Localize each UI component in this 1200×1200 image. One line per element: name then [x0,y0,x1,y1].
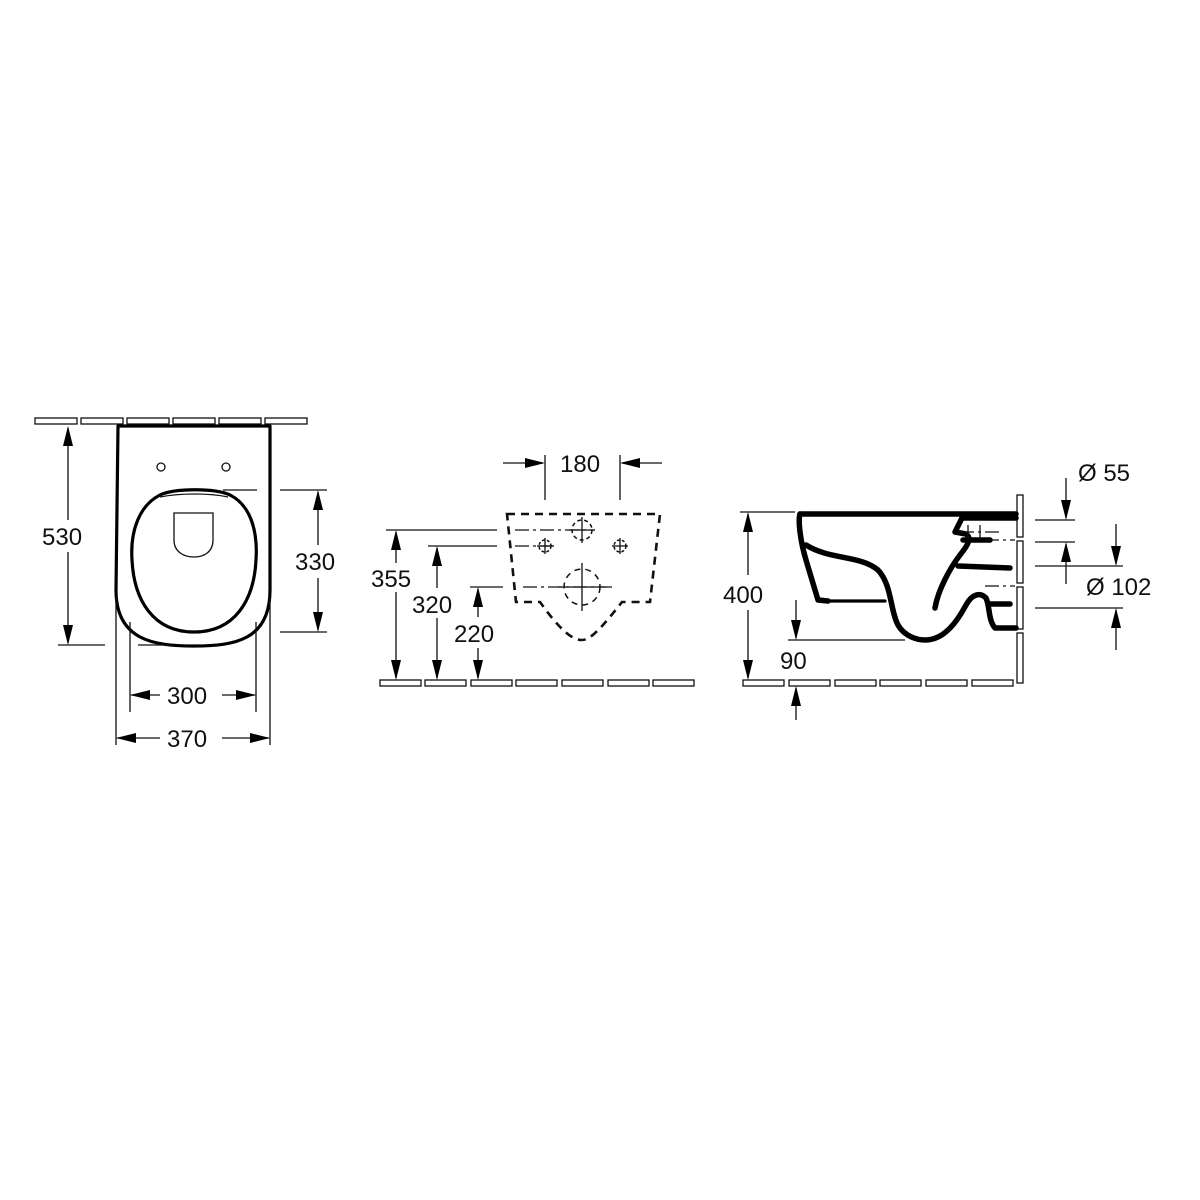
wall-fixing-view: 180 355 320 220 [371,451,695,687]
fixing-outline [505,512,662,642]
dim-outlet-height: 220 [454,621,494,648]
dim-bolt-height: 355 [371,566,411,593]
bowl-well [173,512,214,558]
dim-overall-length: 530 [42,524,82,551]
dim-seat-opening-length: 330 [295,549,335,576]
bolt-hole-left [156,462,166,472]
dim-overall-width: 370 [167,726,207,753]
seat-outline [130,488,258,634]
dim-rim-height: 400 [723,582,763,609]
top-view: 530 330 300 370 [34,417,335,753]
dim-bolt-spacing: 180 [560,451,600,478]
dim-outlet-diameter: Ø 102 [1086,574,1151,601]
side-view: 400 90 Ø 55 Ø 102 [723,460,1151,720]
floor-tiles-side [742,679,1014,687]
bowl-outline [114,424,272,648]
floor-tiles-middle [379,679,695,687]
dim-fixing-height: 320 [412,592,452,619]
dim-inlet-diameter: Ø 55 [1078,460,1130,487]
dim-bottom-clearance: 90 [780,648,807,675]
wall-tiles-top [34,417,308,425]
wall-tiles-side [1016,494,1024,684]
dim-seat-width: 300 [167,683,207,710]
bolt-hole-right [221,462,231,472]
